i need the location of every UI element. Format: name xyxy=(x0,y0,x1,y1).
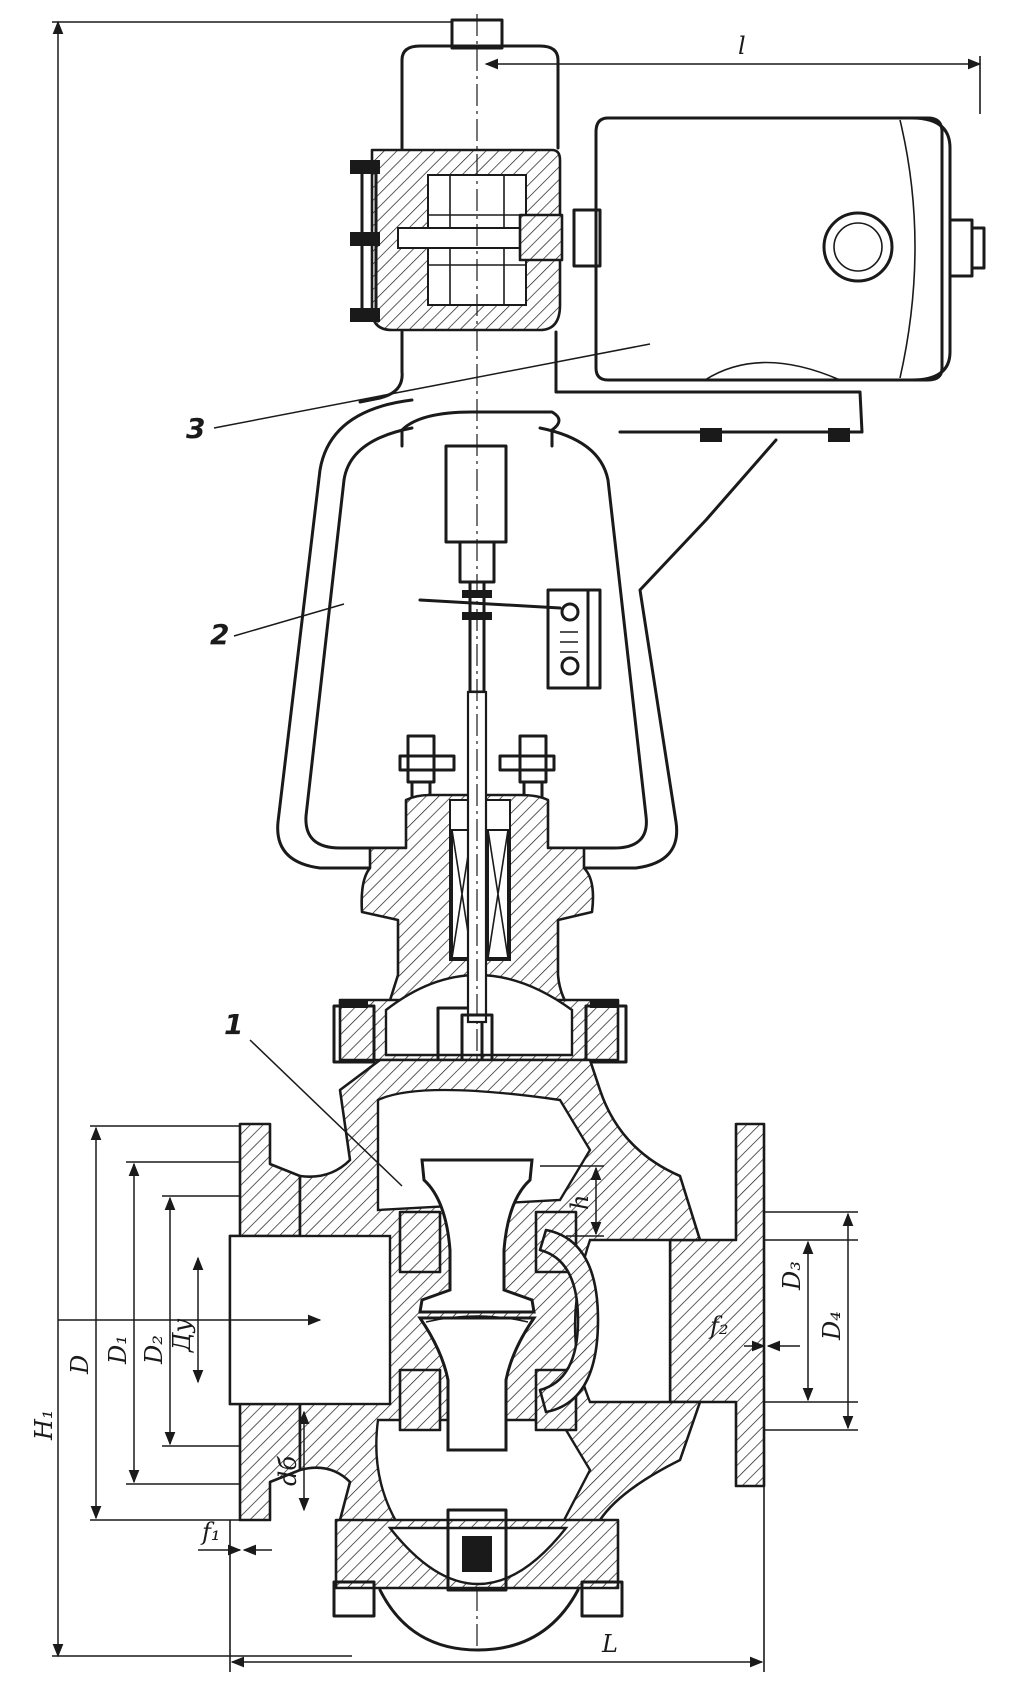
valve-stem xyxy=(460,14,494,1650)
dim-label-D3: D₃ xyxy=(778,1261,806,1291)
leader-label-2: 2 xyxy=(210,618,229,651)
dim-label-D1: D₁ xyxy=(104,1335,132,1365)
dim-label-H1: Н₁ xyxy=(30,1409,58,1441)
stem-coupling xyxy=(418,444,562,694)
dim-label-D2: D₂ xyxy=(140,1335,168,1365)
leader-label-1: 1 xyxy=(224,1008,243,1041)
dim-label-f1: f₁ xyxy=(200,1518,221,1546)
dim-label-D: D xyxy=(66,1355,94,1375)
dimension-lines xyxy=(52,20,982,1672)
dim-label-h: h xyxy=(566,1195,594,1210)
dim-label-L: L xyxy=(601,1630,618,1658)
bottom-cover xyxy=(332,1508,624,1652)
dim-label-D4: D₄ xyxy=(818,1311,846,1341)
valve-plug xyxy=(417,1158,537,1452)
actuator-housing xyxy=(350,18,602,404)
dim-label-f2: f₂ xyxy=(708,1312,729,1340)
dim-label-d6: dб xyxy=(274,1456,302,1486)
leader-lines xyxy=(213,343,651,1187)
position-indicator xyxy=(546,588,602,690)
dim-label-Dy: Дy xyxy=(168,1318,196,1353)
dim-label-l-top: l xyxy=(738,32,746,60)
leader-label-3: 3 xyxy=(186,412,205,445)
electric-motor xyxy=(572,116,986,442)
